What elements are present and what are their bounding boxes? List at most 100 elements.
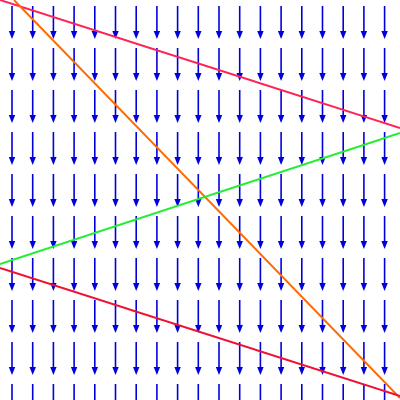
field-arrow xyxy=(91,132,98,165)
field-arrow xyxy=(215,174,223,207)
field-arrow-head xyxy=(360,157,368,165)
field-arrow xyxy=(277,6,285,39)
field-arrow xyxy=(319,258,326,291)
field-arrow xyxy=(8,48,16,81)
field-arrow-head xyxy=(112,325,119,333)
field-arrow xyxy=(218,384,220,400)
field-arrow-head xyxy=(360,73,368,81)
field-arrow xyxy=(340,258,347,291)
field-arrow xyxy=(153,6,161,39)
green-line xyxy=(0,132,400,265)
orange-line xyxy=(13,0,400,399)
field-arrow xyxy=(360,6,368,39)
field-arrow-head xyxy=(277,31,285,39)
field-arrow-head xyxy=(298,199,305,207)
field-arrow-head xyxy=(91,283,98,291)
field-arrow xyxy=(280,384,282,400)
field-arrow-head xyxy=(340,325,347,333)
field-arrow xyxy=(94,384,96,400)
field-arrow-head xyxy=(174,73,181,81)
field-arrow-head xyxy=(195,115,202,123)
field-arrow xyxy=(298,132,305,165)
field-arrow xyxy=(257,90,264,123)
field-arrow xyxy=(153,216,161,249)
field-arrow xyxy=(174,216,181,249)
field-arrow xyxy=(236,342,243,375)
field-arrow-head xyxy=(8,325,16,333)
field-arrow xyxy=(174,6,181,39)
field-arrow-head xyxy=(70,31,78,39)
field-arrow-head xyxy=(133,283,140,291)
field-arrow xyxy=(257,258,264,291)
field-arrow-head xyxy=(298,31,305,39)
field-arrow-head xyxy=(70,367,78,375)
field-arrow xyxy=(360,300,368,333)
field-arrow-head xyxy=(50,157,57,165)
field-arrow-head xyxy=(360,199,368,207)
field-arrow-head xyxy=(215,325,223,333)
field-arrow-head xyxy=(174,115,181,123)
field-arrow xyxy=(340,132,347,165)
field-arrow xyxy=(70,300,78,333)
field-arrow-head xyxy=(195,199,202,207)
field-arrow xyxy=(340,216,347,249)
field-arrow xyxy=(363,384,365,400)
field-arrow-head xyxy=(112,31,119,39)
field-arrow xyxy=(381,300,388,333)
field-arrow-head xyxy=(340,157,347,165)
field-arrow-head xyxy=(257,325,264,333)
field-arrow-head xyxy=(91,115,98,123)
field-arrow xyxy=(257,300,264,333)
field-arrow xyxy=(112,6,119,39)
field-arrow xyxy=(73,384,75,400)
field-arrow xyxy=(112,174,119,207)
field-arrow-head xyxy=(257,115,264,123)
field-arrow xyxy=(70,48,78,81)
field-arrow xyxy=(174,300,181,333)
field-arrow xyxy=(277,48,285,81)
field-arrow-head xyxy=(70,115,78,123)
field-arrow xyxy=(112,48,119,81)
field-arrow-head xyxy=(277,115,285,123)
field-arrow xyxy=(153,174,161,207)
field-arrow xyxy=(381,342,388,375)
field-arrow-head xyxy=(133,157,140,165)
field-arrow-head xyxy=(133,325,140,333)
field-arrow-head xyxy=(70,73,78,81)
field-arrow-head xyxy=(340,283,347,291)
field-arrow-head xyxy=(70,199,78,207)
field-arrow-head xyxy=(29,367,36,375)
field-arrow xyxy=(114,384,117,400)
field-arrow-head xyxy=(50,199,57,207)
field-arrow-head xyxy=(319,241,326,249)
field-arrow xyxy=(29,216,36,249)
field-arrow-head xyxy=(174,31,181,39)
field-arrow xyxy=(360,132,368,165)
field-arrow xyxy=(31,384,34,400)
field-arrow xyxy=(360,342,368,375)
field-arrow xyxy=(236,174,243,207)
field-arrow xyxy=(277,258,285,291)
field-arrow-head xyxy=(174,241,181,249)
field-arrow xyxy=(91,174,98,207)
field-arrow-head xyxy=(215,73,223,81)
field-arrow-head xyxy=(153,157,161,165)
field-arrow xyxy=(277,174,285,207)
field-arrow xyxy=(174,48,181,81)
field-arrow-head xyxy=(195,157,202,165)
field-arrow xyxy=(133,6,140,39)
field-arrow-head xyxy=(298,283,305,291)
field-arrow-head xyxy=(153,283,161,291)
field-arrow-head xyxy=(236,241,243,249)
field-arrow-head xyxy=(112,115,119,123)
field-arrow xyxy=(50,300,57,333)
field-arrow-head xyxy=(381,283,388,291)
field-arrow-head xyxy=(29,241,36,249)
field-arrow-head xyxy=(70,283,78,291)
field-arrow-head xyxy=(360,241,368,249)
field-arrow xyxy=(215,6,223,39)
field-arrow xyxy=(50,6,57,39)
field-arrow-head xyxy=(8,157,16,165)
field-arrow xyxy=(8,300,16,333)
